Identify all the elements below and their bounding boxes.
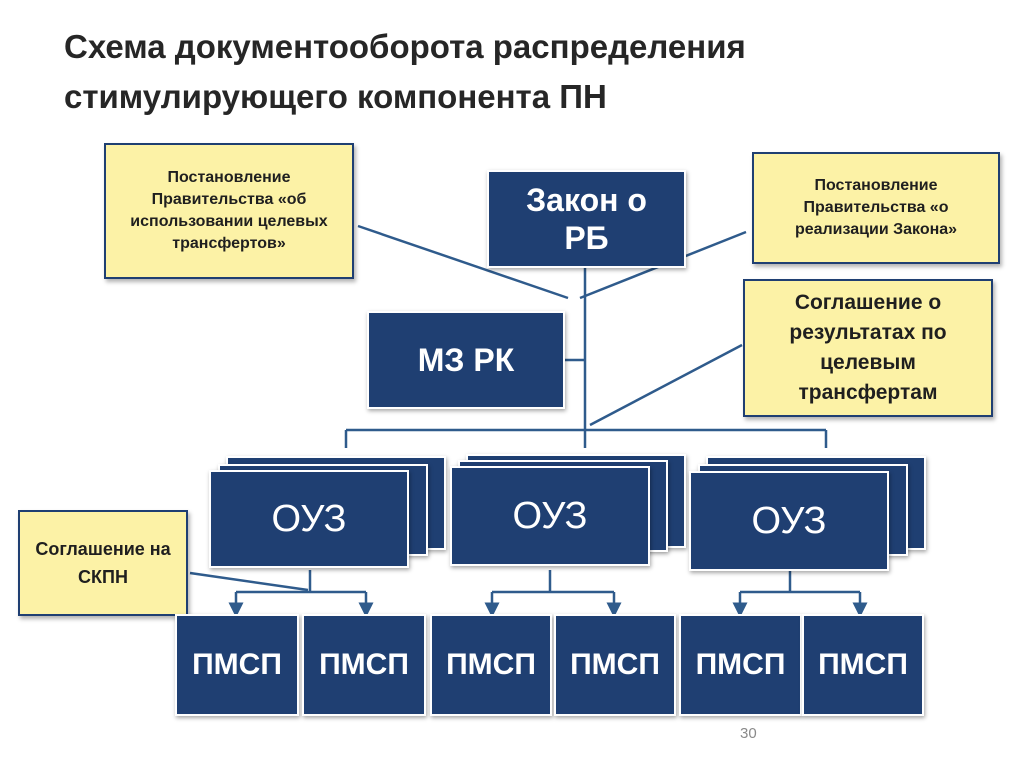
pmsp-box: ПМСП (430, 614, 552, 716)
pmsp-box: ПМСП (554, 614, 676, 716)
pmsp-box: ПМСП (679, 614, 802, 716)
note-agreement-results: Соглашение о результатах по целевым тран… (743, 279, 993, 417)
note-gov-decree-law: Постановление Правительства «о реализаци… (752, 152, 1000, 264)
law-box: Закон о РБ (487, 170, 686, 268)
ouz-box: ОУЗ (450, 466, 650, 566)
note-gov-decree-transfers: Постановление Правительства «об использо… (104, 143, 354, 279)
page-number: 30 (740, 725, 757, 742)
pmsp-box: ПМСП (802, 614, 924, 716)
ouz-box: ОУЗ (689, 471, 889, 571)
note-agreement-skpn: Соглашение на СКПН (18, 510, 188, 616)
ouz-box: ОУЗ (209, 470, 409, 568)
page-title: Схема документооборота распределения сти… (64, 28, 746, 115)
pmsp-box: ПМСП (175, 614, 299, 716)
pmsp-box: ПМСП (302, 614, 426, 716)
ministry-box: МЗ РК (367, 311, 565, 409)
